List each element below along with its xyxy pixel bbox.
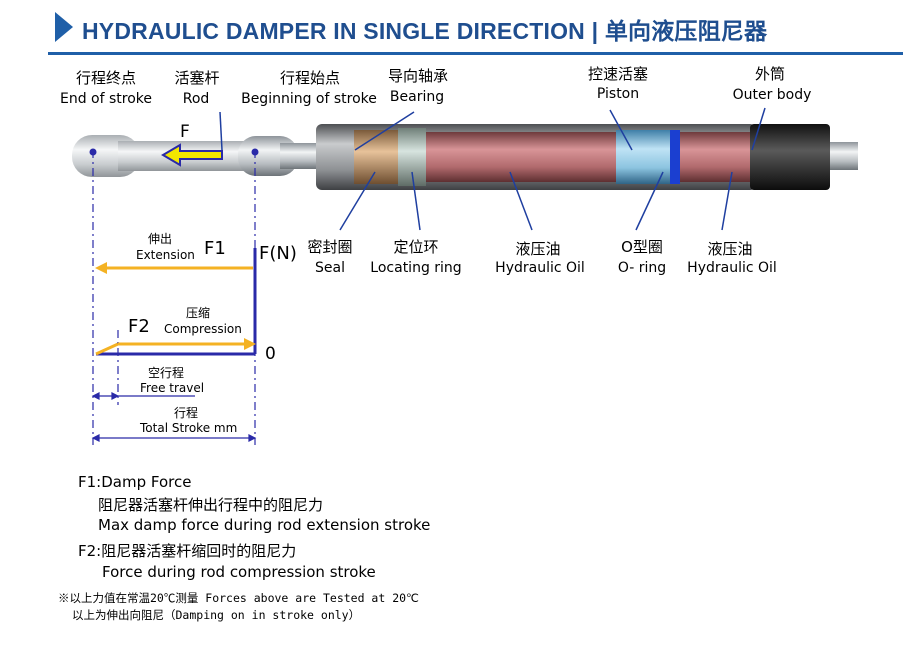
label-outer-body-en: Outer body bbox=[732, 87, 812, 103]
rod-force-label: F bbox=[180, 122, 190, 142]
extension-label-cn: 伸出 bbox=[148, 232, 173, 246]
free-travel-label-en: Free travel bbox=[140, 381, 205, 395]
footnote-1: ※以上力值在常温20℃测量 Forces above are Tested at… bbox=[58, 591, 419, 605]
total-stroke-label-en: Total Stroke mm bbox=[140, 421, 238, 435]
label-o-ring-cn: O型圈 bbox=[621, 238, 663, 256]
label-hydraulic-oil-1-cn: 液压油 bbox=[515, 240, 561, 258]
title-rule bbox=[48, 52, 903, 55]
label-hydraulic-oil-2-en: Hydraulic Oil bbox=[687, 260, 777, 276]
label-bearing-en: Bearing bbox=[389, 89, 445, 105]
label-seal-en: Seal bbox=[315, 260, 345, 276]
f1-label: F1 bbox=[204, 238, 226, 259]
compression-label-cn: 压缩 bbox=[186, 306, 211, 320]
label-hydraulic-oil-2-cn: 液压油 bbox=[707, 240, 753, 258]
label-end-of-stroke-cn: 行程终点 bbox=[75, 69, 136, 87]
label-rod-cn: 活塞杆 bbox=[174, 69, 220, 87]
f2-compression-line bbox=[95, 338, 256, 356]
label-piston-en: Piston bbox=[596, 86, 640, 102]
free-travel-label-cn: 空行程 bbox=[148, 366, 185, 380]
label-beginning-cn: 行程始点 bbox=[279, 69, 340, 87]
dimension-arrows bbox=[91, 392, 257, 442]
f1-extension-line bbox=[95, 262, 253, 274]
label-beginning-en: Beginning of stroke bbox=[241, 91, 377, 107]
rod-end-ghost bbox=[72, 135, 258, 177]
note-f1-title: F1:Damp Force bbox=[78, 473, 192, 491]
force-arrow-icon bbox=[161, 143, 223, 167]
label-locating-ring-cn: 定位环 bbox=[393, 238, 439, 256]
force-axis bbox=[96, 248, 257, 356]
note-f2-en: Force during rod compression stroke bbox=[102, 563, 376, 581]
footnote-2: 以上为伸出向阻尼（Damping on in stroke only） bbox=[72, 608, 361, 622]
note-f2-cn: F2:阻尼器活塞杆缩回时的阻尼力 bbox=[78, 542, 297, 560]
zero-label: 0 bbox=[265, 344, 276, 364]
label-hydraulic-oil-1-en: Hydraulic Oil bbox=[495, 260, 585, 276]
callout-lines bbox=[219, 107, 766, 231]
title-arrow-icon bbox=[55, 12, 73, 42]
page-title: HYDRAULIC DAMPER IN SINGLE DIRECTION | 单… bbox=[82, 12, 767, 46]
note-f1-cn: 阻尼器活塞杆伸出行程中的阻尼力 bbox=[98, 496, 324, 514]
fn-axis-label: F(N) bbox=[259, 243, 297, 264]
label-o-ring-en: O- ring bbox=[617, 260, 667, 276]
compression-label-en: Compression bbox=[164, 322, 242, 336]
extension-label-en: Extension bbox=[136, 248, 195, 262]
f2-label: F2 bbox=[128, 316, 150, 337]
title-en: HYDRAULIC DAMPER IN SINGLE DIRECTION bbox=[82, 18, 585, 44]
title-cn: 单向液压阻尼器 bbox=[604, 19, 768, 45]
note-f1-en: Max damp force during rod extension stro… bbox=[98, 516, 431, 534]
label-rod-en: Rod bbox=[182, 91, 210, 107]
title-separator: | bbox=[591, 18, 599, 44]
label-outer-body-cn: 外筒 bbox=[754, 65, 785, 83]
label-seal-cn: 密封圈 bbox=[307, 238, 353, 256]
total-stroke-label-cn: 行程 bbox=[174, 406, 199, 420]
label-piston-cn: 控速活塞 bbox=[587, 65, 648, 83]
outer-body bbox=[316, 124, 858, 190]
label-bearing-cn: 导向轴承 bbox=[387, 67, 448, 85]
label-locating-ring-en: Locating ring bbox=[370, 260, 462, 276]
reference-points bbox=[89, 148, 259, 156]
reference-lines bbox=[92, 150, 256, 445]
label-end-of-stroke-en: End of stroke bbox=[59, 91, 153, 107]
